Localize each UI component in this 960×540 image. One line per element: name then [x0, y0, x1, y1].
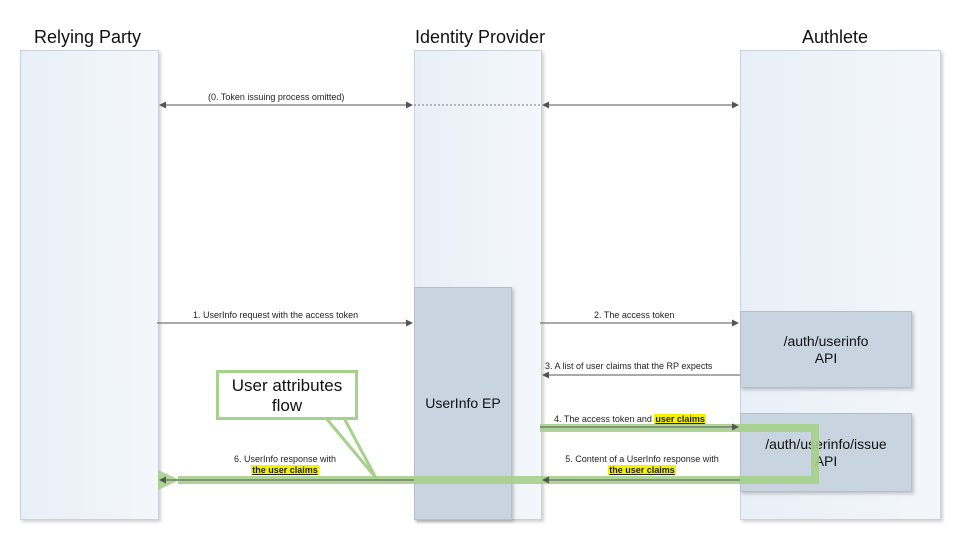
message-4-highlight: user claims [654, 414, 706, 424]
message-3-label: 3. A list of user claims that the RP exp… [545, 361, 713, 371]
callout-text: User attributes flow [231, 376, 343, 415]
user-attributes-flow [158, 424, 819, 490]
message-0-label: (0. Token issuing process omitted) [208, 92, 345, 102]
message-6-highlight: the user claims [251, 465, 319, 475]
message-5-text: 5. Content of a UserInfo response with [565, 454, 719, 464]
message-1-label: 1. UserInfo request with the access toke… [193, 310, 359, 320]
userinfo-api-box: /auth/userinfo API [740, 311, 912, 388]
lane-relying-party [20, 50, 159, 520]
message-2-label: 2. The access token [594, 310, 675, 320]
user-attributes-callout: User attributes flow [216, 370, 358, 420]
message-6-text: 6. UserInfo response with [233, 454, 337, 464]
lane-title-relying-party: Relying Party [34, 27, 142, 47]
message-6-label: 6. UserInfo response with the user claim… [227, 454, 343, 476]
userinfo-api-label: /auth/userinfo API [783, 332, 869, 366]
lane-title-authlete: Authlete [802, 27, 869, 47]
message-5-highlight: the user claims [608, 465, 676, 475]
message-4-text: 4. The access token and [554, 414, 655, 424]
userinfo-issue-api-label: /auth/userinfo/issue API [765, 435, 887, 469]
lane-title-identity-provider: Identity Provider [415, 27, 546, 47]
message-4-label: 4. The access token and user claims [554, 414, 706, 425]
userinfo-endpoint-label: UserInfo EP [425, 395, 501, 411]
message-5-label: 5. Content of a UserInfo response with t… [556, 454, 728, 476]
